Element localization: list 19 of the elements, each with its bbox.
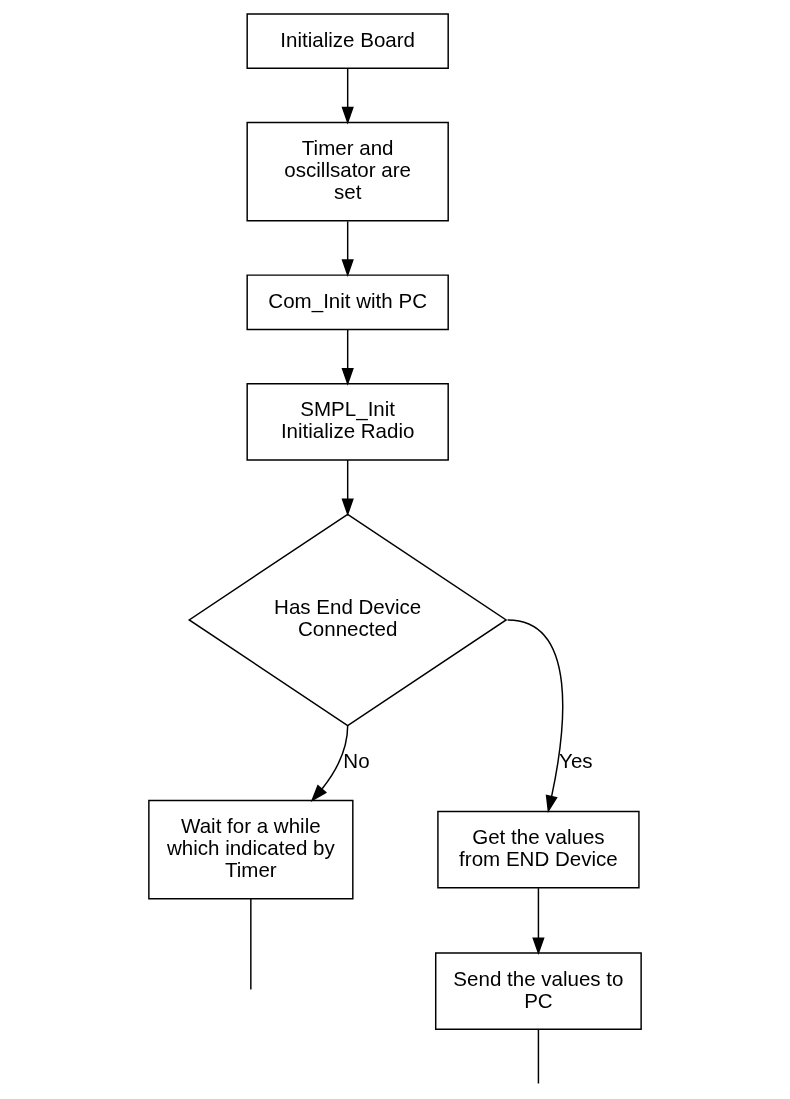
arrow — [310, 724, 349, 802]
node-box: Wait for a while which indicated by Timer — [148, 799, 354, 900]
arrow — [506, 619, 564, 814]
node-box: Timer and oscillsator are set — [246, 121, 449, 222]
connector — [250, 898, 252, 991]
arrow — [341, 328, 354, 386]
arrow — [341, 220, 354, 277]
arrow — [341, 459, 354, 517]
arrow — [341, 67, 354, 125]
node-box: Initialize Board — [246, 13, 449, 69]
node-box: Get the values from END Device — [437, 810, 640, 889]
node-diamond: Has End Device Connected — [187, 513, 508, 727]
node-box: Send the values to PC — [435, 952, 642, 1031]
node-box: SMPL_Init Initialize Radio — [246, 382, 449, 461]
edge-label: Yes — [559, 749, 593, 773]
connector — [537, 1028, 540, 1085]
node-box: Com_Init with PC — [246, 274, 449, 331]
arrow — [532, 887, 545, 956]
edge-label: No — [343, 749, 370, 773]
